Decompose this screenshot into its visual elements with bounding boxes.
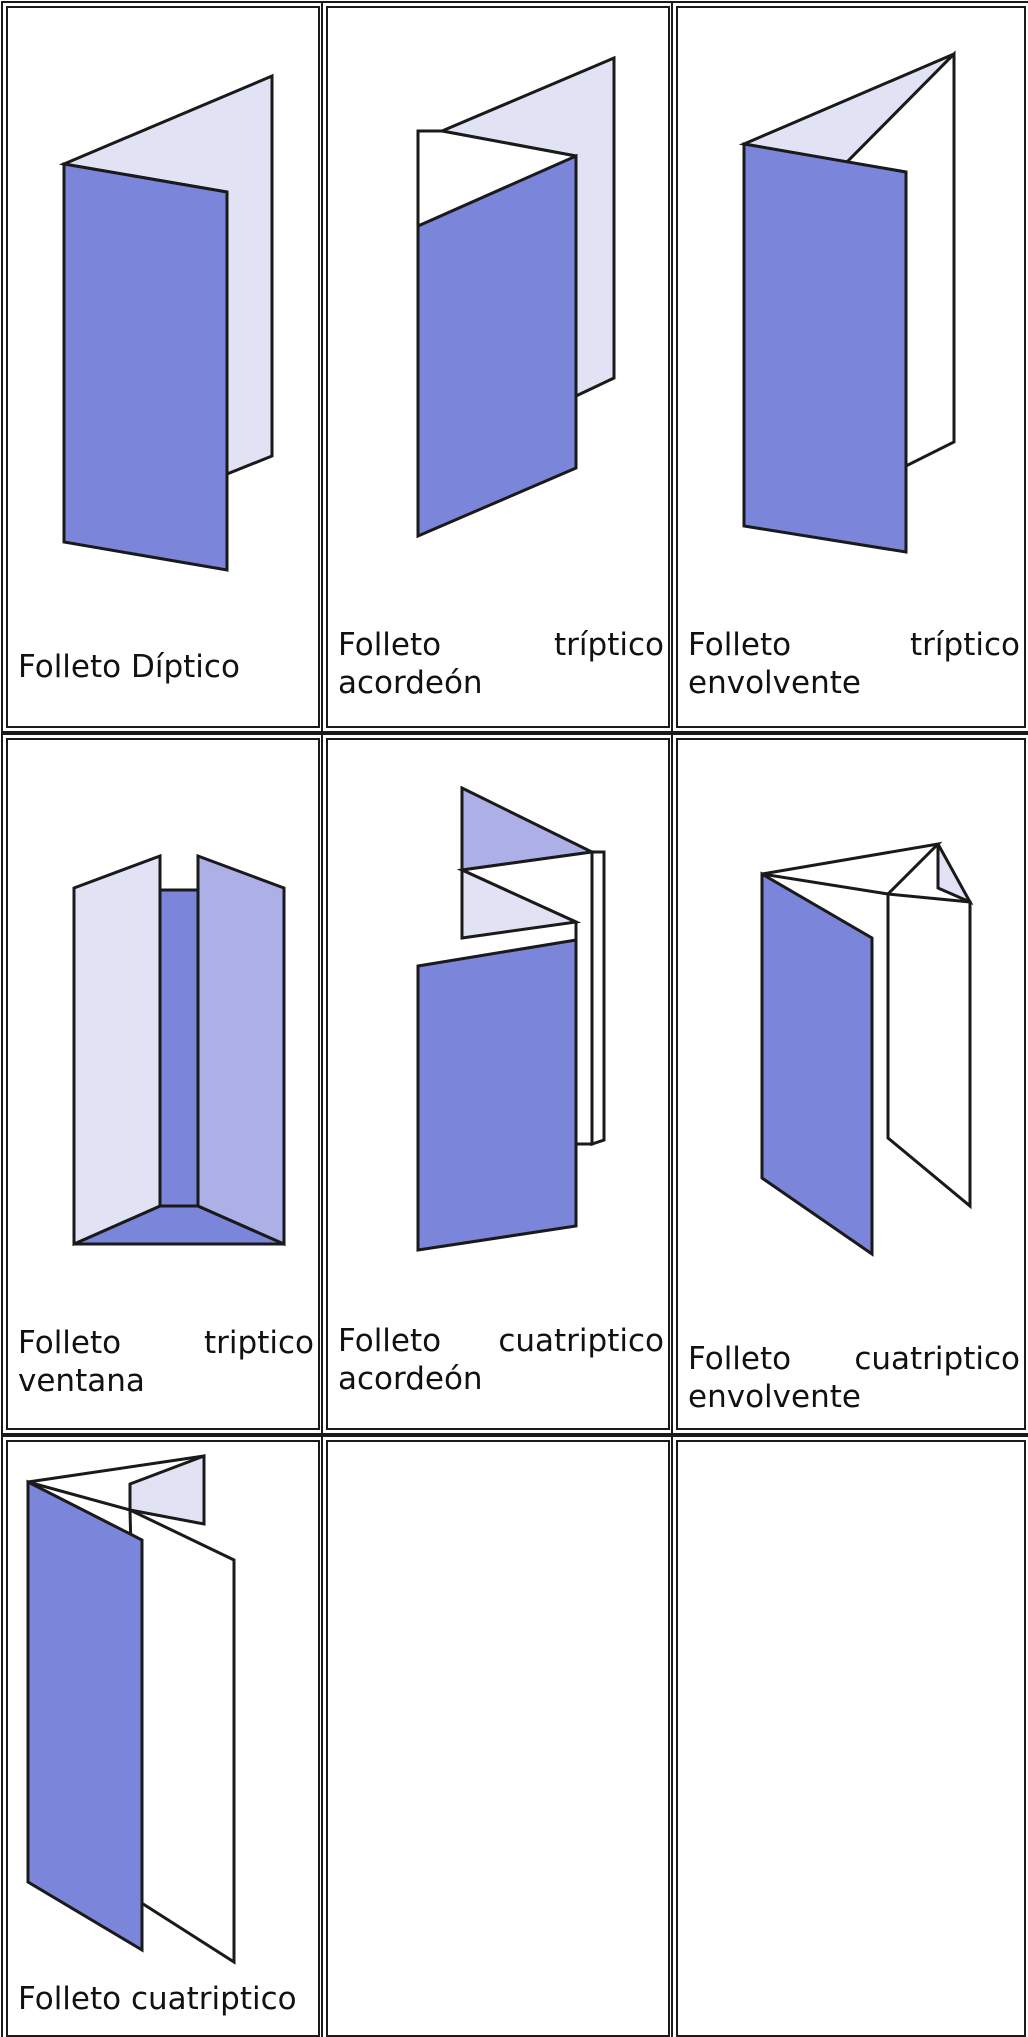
caption-text: envolvente xyxy=(688,665,861,701)
table-cell-wrap-quadriptych: Folleto cuatriptico envolvente xyxy=(676,738,1026,1430)
caption-text: envolvente xyxy=(688,1379,861,1415)
caption-text: ventana xyxy=(18,1363,145,1399)
caption-text: acordeón xyxy=(338,665,483,701)
caption-text: cuatriptico xyxy=(854,1341,1020,1377)
table-cell-accordion-triptych: Folleto tríptico acordeón xyxy=(326,6,670,728)
cell-caption: Folleto cuatriptico acordeón xyxy=(338,1322,664,1398)
table-cell-empty xyxy=(676,1440,1026,2037)
caption-text: acordeón xyxy=(338,1361,483,1397)
cell-caption: Folleto triptico ventana xyxy=(18,1324,314,1400)
table-cell-diptych: Folleto Díptico xyxy=(6,6,320,728)
wrap-quadriptych-icon xyxy=(760,841,974,1257)
caption-text: Folleto Díptico xyxy=(18,649,240,685)
caption-text: tríptico xyxy=(554,627,664,663)
cell-caption: Folleto Díptico xyxy=(18,648,314,686)
caption-text: tríptico xyxy=(910,627,1020,663)
table-cell-window-triptych: Folleto triptico ventana xyxy=(6,738,320,1430)
caption-text: triptico xyxy=(204,1325,314,1361)
caption-text: Folleto xyxy=(338,627,442,663)
quadriptych-icon xyxy=(26,1453,236,1965)
table-cell-quadriptych: Folleto cuatriptico xyxy=(6,1440,320,2037)
diptych-fold-icon xyxy=(58,73,274,572)
cell-caption: Folleto cuatriptico xyxy=(18,1980,314,2018)
table-cell-empty xyxy=(326,1440,670,2037)
accordion-quadriptych-icon xyxy=(416,785,606,1252)
cell-caption: Folleto tríptico envolvente xyxy=(688,626,1020,702)
caption-text: Folleto xyxy=(338,1323,442,1359)
caption-text: cuatriptico xyxy=(498,1323,664,1359)
caption-text: Folleto cuatriptico xyxy=(18,1981,297,2017)
window-triptych-icon xyxy=(72,853,286,1247)
wrap-triptych-icon xyxy=(738,50,956,554)
caption-text: Folleto xyxy=(688,627,792,663)
caption-text: Folleto xyxy=(688,1341,792,1377)
table-cell-wrap-triptych: Folleto tríptico envolvente xyxy=(676,6,1026,728)
caption-text: Folleto xyxy=(18,1325,122,1361)
cell-caption: Folleto tríptico acordeón xyxy=(338,626,664,702)
table-cell-accordion-quadriptych: Folleto cuatriptico acordeón xyxy=(326,738,670,1430)
accordion-triptych-icon xyxy=(416,55,616,539)
cell-caption: Folleto cuatriptico envolvente xyxy=(688,1340,1020,1416)
